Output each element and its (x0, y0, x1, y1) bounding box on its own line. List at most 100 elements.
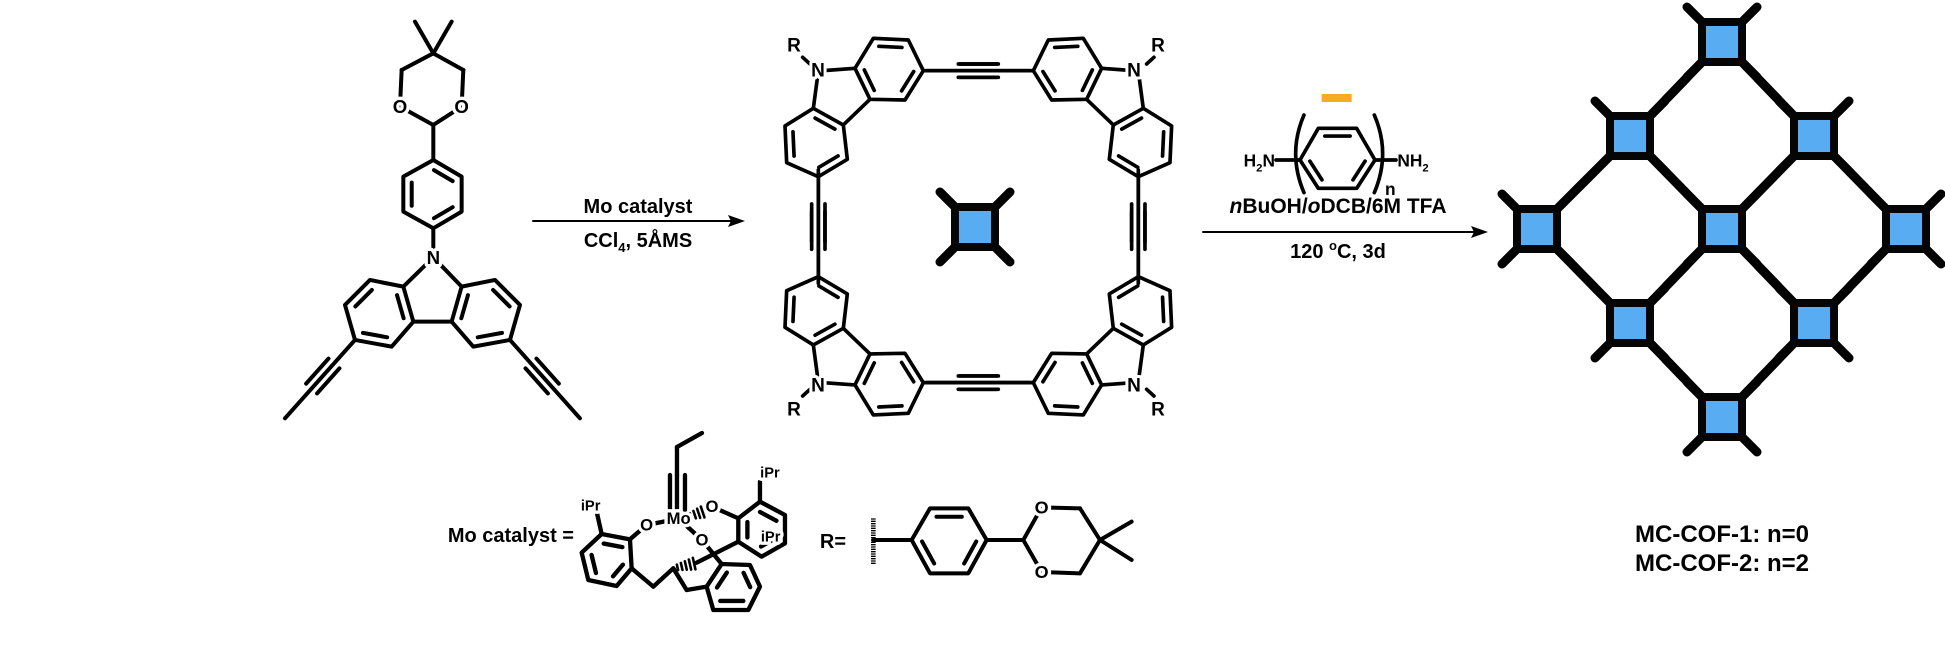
double-bond-line (877, 404, 904, 409)
diamine-bonds (1274, 113, 1398, 195)
double-bond-line (491, 287, 512, 309)
catalyst-label: Mo catalyst = (448, 525, 574, 547)
atom-o: O (695, 530, 708, 549)
italic-prefix: n (1230, 195, 1243, 218)
atom-o: O (705, 497, 718, 516)
n-r-bond (1144, 387, 1156, 398)
cof-node-icon (1790, 299, 1838, 347)
bond (431, 51, 466, 72)
atom-n: N (427, 247, 440, 268)
amine-text: H (1244, 151, 1257, 171)
alkyne-bond (507, 337, 582, 421)
diamine-linker-structure: H2N NH2 n (1244, 94, 1429, 199)
double-bond-line (962, 539, 979, 566)
double-bond-line (862, 361, 877, 386)
bond (1099, 380, 1141, 387)
arrow1-head (728, 215, 745, 227)
arrow2-head (1471, 226, 1488, 238)
cof-linker-segment (1753, 260, 1783, 292)
cof-node-icon (1698, 393, 1746, 441)
carbazole-unit (924, 168, 1174, 417)
double-bond-line (899, 69, 916, 93)
bond (594, 509, 604, 537)
cof-node-icon (1606, 112, 1654, 160)
solvent-text: BuOH/ (1242, 195, 1307, 218)
bond (1021, 505, 1044, 542)
double-bond-line (1160, 295, 1166, 324)
catalyst-structure: iPr iPr iPr O O O Mo (578, 430, 788, 613)
cof-linker-segment (1661, 73, 1691, 105)
monomer-bonds (282, 19, 582, 421)
hashed-bond (691, 556, 697, 571)
double-bond-line (1116, 284, 1140, 300)
subscript: 2 (1256, 162, 1262, 174)
solvent-text: DCB/6M TFA (1320, 195, 1446, 218)
amine-text: NH (1397, 151, 1422, 171)
r-substituent: R (1151, 400, 1165, 421)
arrow2-conditions: 120 oC, 3d (1290, 238, 1386, 263)
double-bond-line (1308, 159, 1324, 182)
double-bond-line (817, 284, 840, 300)
double-bond-line (1052, 44, 1080, 50)
double-bond-line (1041, 69, 1057, 93)
bracket-right (1372, 113, 1385, 195)
cof-linker-segment (1753, 354, 1783, 386)
bond (811, 69, 821, 111)
ipr-label: iPr (761, 529, 781, 545)
linker-color-key (1321, 94, 1352, 102)
double-bond-line (1041, 360, 1057, 384)
double-bond-line (714, 570, 730, 590)
bond (684, 584, 709, 593)
atom-o: O (1035, 497, 1049, 517)
bond (459, 67, 466, 109)
bond (694, 539, 741, 565)
bond (397, 104, 436, 127)
r-substituent: R (1151, 36, 1165, 57)
hashed-bond (679, 561, 684, 572)
double-bond-line (791, 295, 796, 324)
alkyne-bond (282, 337, 357, 421)
bond (397, 67, 404, 109)
bond (651, 566, 676, 589)
cof-linker-segment (1568, 167, 1599, 198)
atom-n: N (811, 61, 825, 82)
double-bond-line (1351, 159, 1367, 182)
bond (412, 19, 436, 56)
bond (1097, 537, 1134, 562)
atom-o: O (393, 96, 408, 117)
bond (1077, 506, 1102, 542)
double-bond-line (862, 68, 877, 93)
double-bond-line (459, 293, 470, 321)
ipr-label: iPr (581, 499, 601, 515)
conditions-text: CCl (584, 230, 618, 252)
double-bond-line (395, 293, 406, 321)
repeat-index: n (1385, 179, 1396, 199)
hashed-bond (688, 511, 693, 521)
bond (1021, 537, 1044, 574)
cof-linker-segment (1753, 73, 1783, 105)
macrocycle-bonds (783, 36, 1174, 417)
bond (1084, 326, 1116, 356)
bond (841, 326, 872, 356)
arrow1-reagent: Mo catalyst (584, 196, 693, 218)
italic-prefix: o (1308, 195, 1321, 218)
hashed-bond (695, 507, 702, 520)
double-bond-line (758, 535, 779, 549)
double-bond-line (601, 541, 625, 550)
product-label-2: MC-COF-2: n=2 (1635, 550, 1809, 577)
bond (841, 97, 872, 127)
atom-o: O (1035, 562, 1049, 582)
bond (629, 566, 656, 589)
cof-lattice (1497, 2, 1945, 457)
bracket-left (1293, 113, 1306, 195)
r-substituent: R (787, 36, 801, 57)
alkyne-bond (315, 366, 342, 396)
double-bond-line (757, 509, 779, 523)
double-bond-line (813, 116, 837, 131)
cof-linker-segment (1568, 260, 1599, 292)
arrow-2: H2N NH2 n nBuOH/oDCB/6M TFA 120 oC, 3d (1202, 94, 1488, 263)
double-bond-line (431, 168, 455, 184)
cof-node-icon (1606, 299, 1654, 347)
bond (1084, 97, 1116, 127)
double-bond-line (813, 322, 837, 338)
